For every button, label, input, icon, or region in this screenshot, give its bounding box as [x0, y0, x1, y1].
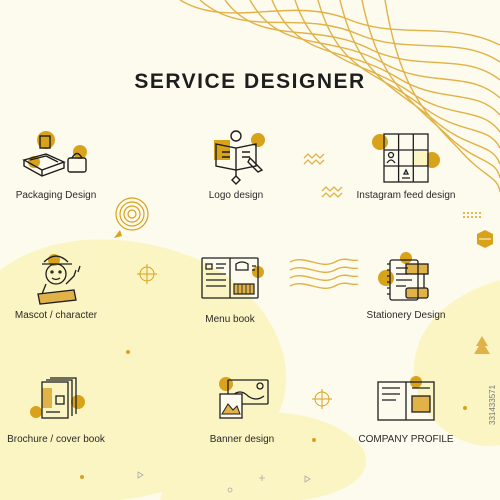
service-packaging-design: Packaging Design: [0, 130, 136, 210]
service-banner-design: Banner design: [162, 374, 322, 454]
small-shapes: [137, 471, 311, 493]
service-logo-design: Logo design: [156, 130, 316, 210]
dot-grid: [463, 212, 481, 218]
service-label: COMPANY PROFILE: [358, 434, 454, 445]
company-profile-icon: [377, 376, 435, 421]
crosshair-decoration-2: [312, 389, 332, 409]
top-wave-lines: [179, 0, 500, 193]
banner-icon: [219, 377, 269, 419]
service-label: Mascot / character: [14, 310, 98, 321]
service-label: Stationery Design: [366, 310, 446, 321]
service-brochure-cover-book: Brochure / cover book: [0, 374, 136, 454]
service-label: Banner design: [209, 434, 275, 445]
menu-book-icon: [201, 257, 264, 299]
service-label: Menu book: [205, 314, 255, 325]
service-menu-book: Menu book: [150, 254, 310, 334]
service-instagram-feed-design: Instagram feed design: [326, 130, 486, 210]
crosshair-decoration-1: [137, 264, 157, 284]
brochure-icon: [30, 377, 85, 419]
instagram-grid-icon: [372, 133, 440, 183]
concentric-circles: [115, 197, 149, 231]
logo-design-icon: [214, 130, 265, 185]
service-company-profile: COMPANY PROFILE: [326, 374, 486, 454]
stationery-icon: [378, 252, 429, 301]
service-label: Instagram feed design: [356, 190, 456, 201]
background-blob-bottom: [160, 412, 367, 500]
zigzag-decoration: [303, 153, 343, 198]
service-stationery-design: Stationery Design: [326, 250, 486, 330]
stock-id-watermark: 331433571: [488, 384, 497, 426]
leaf-decoration: [114, 230, 122, 238]
tree-decoration: [474, 336, 490, 354]
service-mascot-character: Mascot / character: [0, 250, 136, 330]
middle-wave-lines: [289, 258, 359, 289]
packaging-icon: [22, 131, 87, 177]
page-title: SERVICE DESIGNER: [134, 70, 366, 93]
scatter-dots: [80, 350, 467, 479]
service-label: Brochure / cover book: [7, 434, 105, 445]
mascot-icon: [37, 254, 81, 305]
hexagon-decoration: [477, 230, 493, 248]
service-label: Logo design: [208, 190, 264, 201]
service-label: Packaging Design: [15, 190, 97, 201]
background-blob-right: [413, 280, 500, 447]
